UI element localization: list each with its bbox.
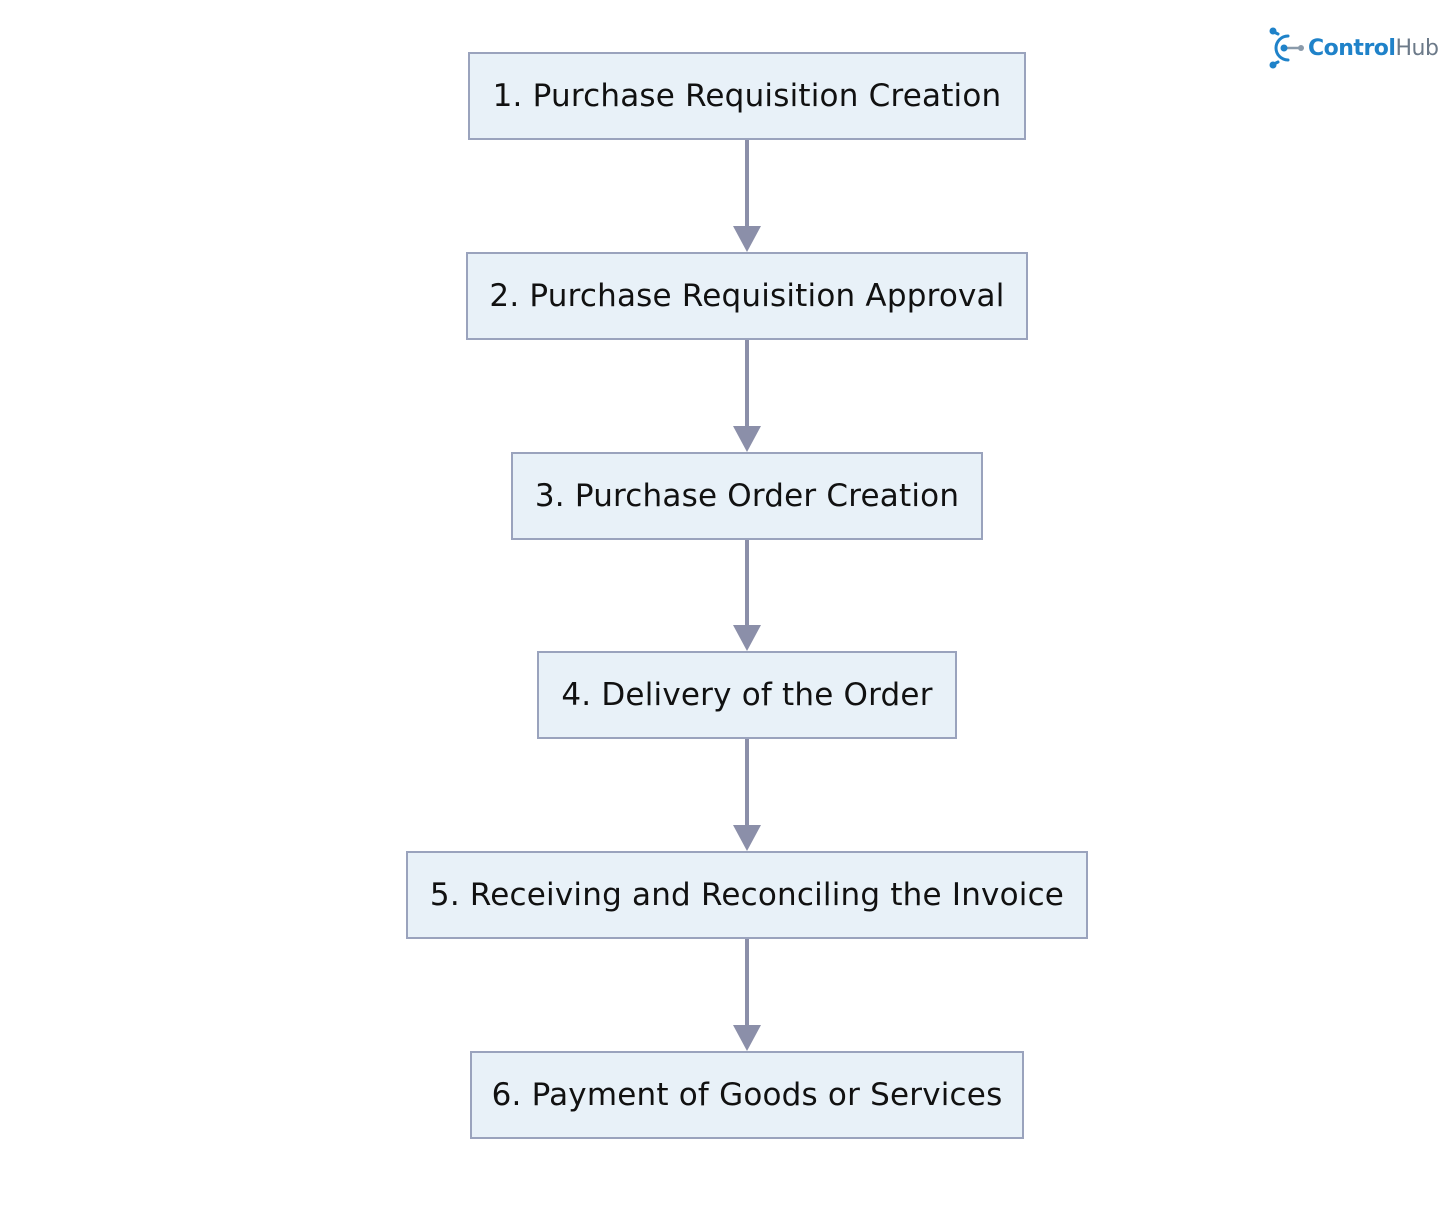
logo-wordmark: ControlHub [1308,35,1439,61]
logo-word-control: Control [1308,35,1396,61]
step-node-4: 4. Delivery of the Order [537,651,957,739]
arrowhead-4 [733,625,761,651]
step-node-6: 6. Payment of Goods or Services [470,1051,1024,1139]
arrowhead-3 [733,426,761,452]
circuit-node-icon [1269,27,1304,69]
controlhub-logo: ControlHub [1266,26,1439,70]
arrowhead-2 [733,226,761,252]
step-node-2: 2. Purchase Requisition Approval [466,252,1028,340]
step-node-5: 5. Receiving and Reconciling the Invoice [406,851,1088,939]
step-node-3: 3. Purchase Order Creation [511,452,983,540]
logo-word-hub: Hub [1395,35,1439,61]
arrowhead-5 [733,825,761,851]
arrowhead-6 [733,1025,761,1051]
step-node-1: 1. Purchase Requisition Creation [468,52,1026,140]
